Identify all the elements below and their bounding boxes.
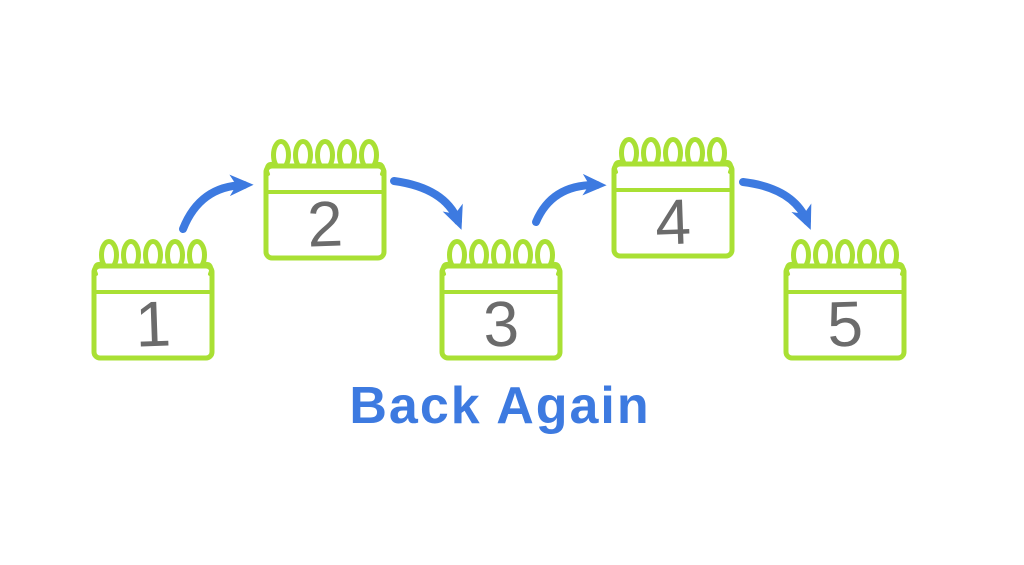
calendar-day-number: 3 [481, 287, 521, 361]
calendar-1: 1 [91, 238, 215, 362]
calendar-4: 4 [611, 136, 735, 260]
caption-back-again: Back Again [349, 377, 651, 435]
calendar-2: 2 [263, 138, 387, 262]
calendar-day-number: 1 [133, 287, 173, 361]
calendar-3: 3 [439, 238, 563, 362]
calendar-5: 5 [783, 238, 907, 362]
calendar-day-number: 4 [653, 185, 693, 259]
curved-arrow-up-icon [179, 174, 254, 233]
calendar-day-number: 5 [825, 287, 865, 361]
curved-arrow-up-icon [532, 173, 607, 226]
curved-arrow-down-icon [390, 177, 463, 230]
calendar-day-number: 2 [305, 187, 345, 261]
curved-arrow-down-icon [739, 178, 812, 230]
